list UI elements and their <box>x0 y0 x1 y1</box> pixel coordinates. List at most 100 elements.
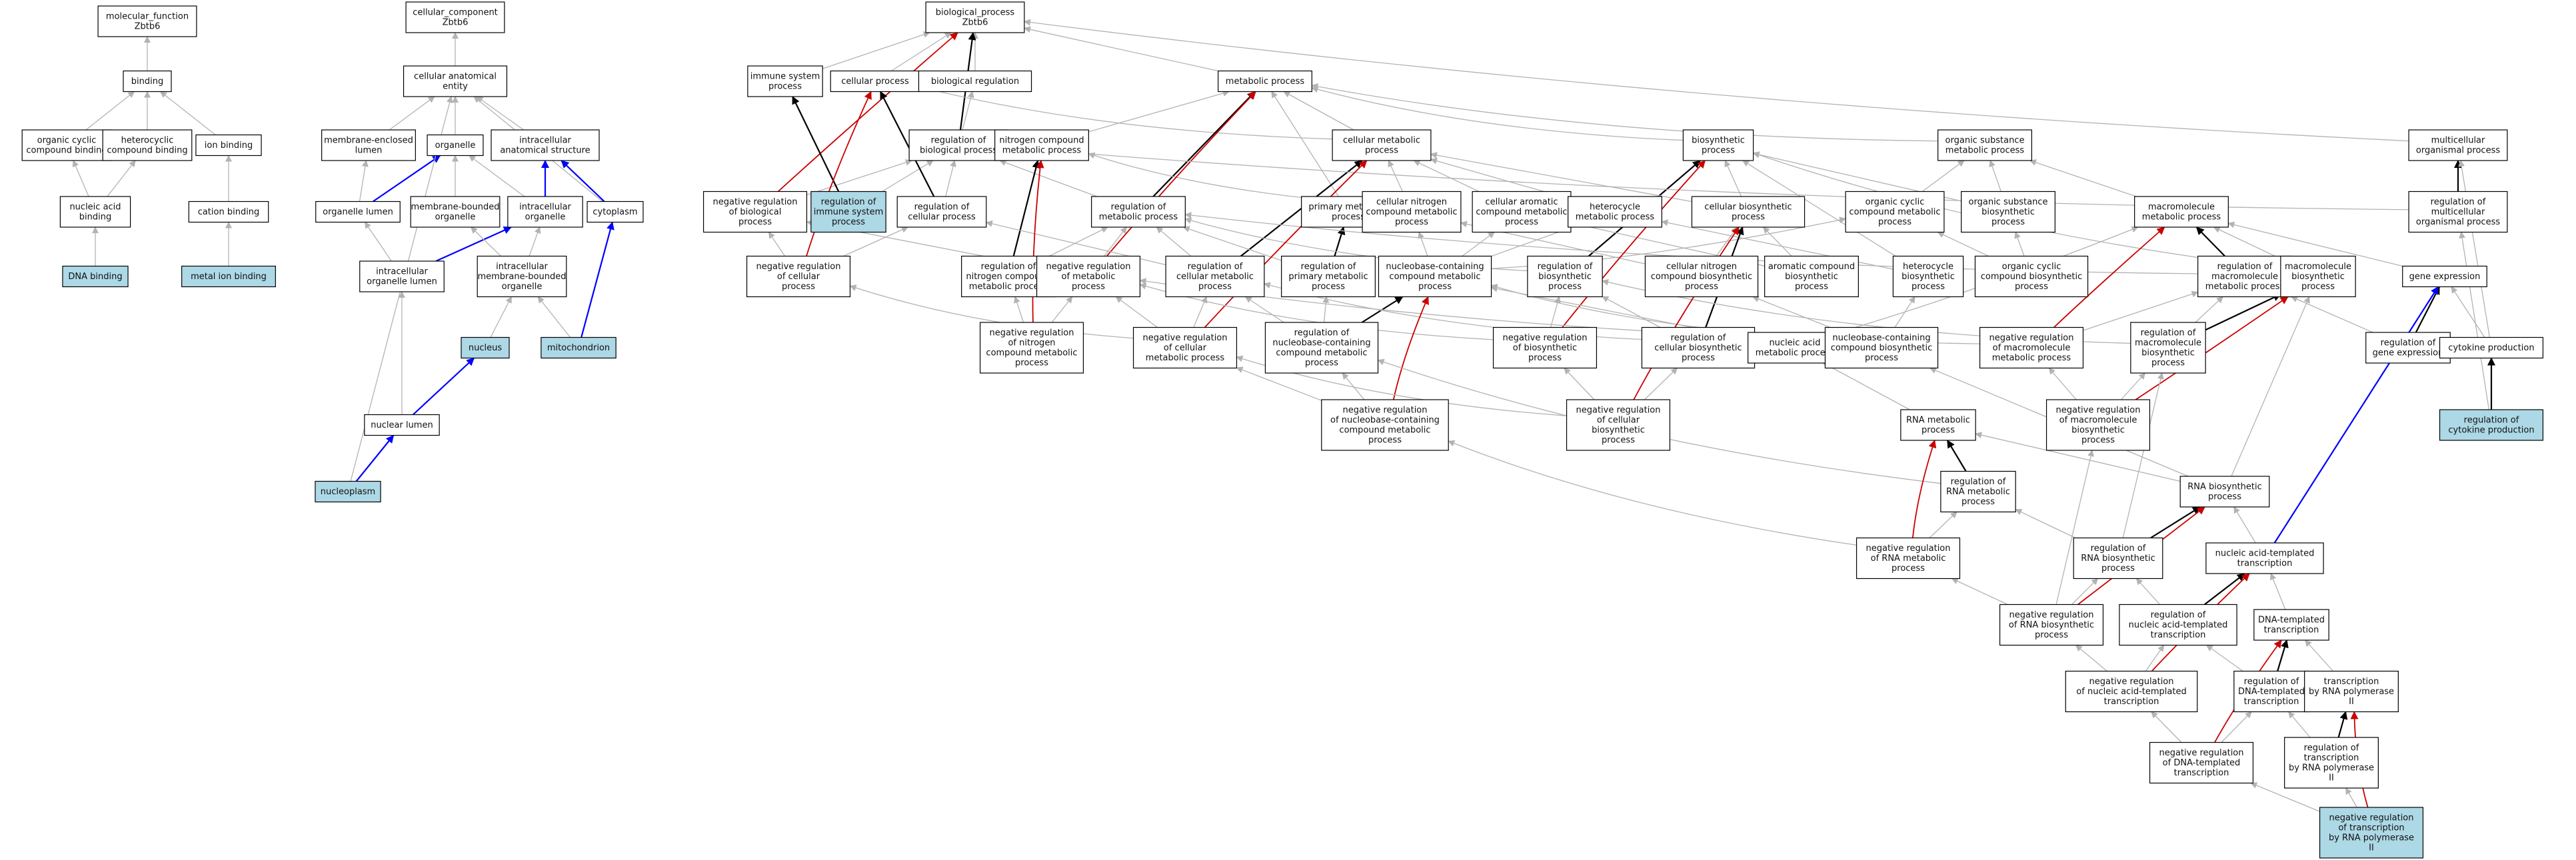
term-node-cyto[interactable]: cytoplasm <box>587 201 644 223</box>
edge-is-a <box>2151 711 2182 743</box>
term-node-rnbcmp[interactable]: regulation ofnucleobase-containingcompou… <box>1264 322 1379 374</box>
edge-part-of <box>435 226 512 262</box>
term-label-line: organelle <box>435 141 476 151</box>
term-label-line: of transcription <box>2338 823 2404 833</box>
term-node-catb[interactable]: cation binding <box>188 201 269 223</box>
term-node-mib[interactable]: metal ion binding <box>181 265 276 288</box>
term-node-box <box>1845 191 1945 233</box>
term-node-nlum[interactable]: nuclear lumen <box>364 414 440 436</box>
term-node-rmacbp[interactable]: regulation ofmacromoleculebiosyntheticpr… <box>2130 322 2206 374</box>
term-node-mp[interactable]: metabolic process <box>1218 70 1312 93</box>
term-node-nplasm[interactable]: nucleoplasm <box>315 480 381 503</box>
term-node-breg[interactable]: biological regulation <box>918 70 1032 93</box>
term-label-line: nucleoplasm <box>321 487 375 497</box>
term-label-line: regulation of <box>2381 338 2436 348</box>
term-node-nuc[interactable]: nucleus <box>461 336 510 359</box>
term-label-line: of nucleobase-containing <box>1330 416 1440 426</box>
term-node-box <box>1644 255 1759 298</box>
term-node-cytprod[interactable]: cytokine production <box>2439 336 2544 359</box>
edge-is-a <box>476 96 525 131</box>
term-node-dnab[interactable]: DNA binding <box>62 265 129 288</box>
term-node-gexp[interactable]: gene expression <box>2402 265 2487 288</box>
term-node-orglum[interactable]: organelle lumen <box>315 201 401 223</box>
term-node-org[interactable]: organelle <box>427 134 484 157</box>
term-node-cp[interactable]: cellular process <box>830 70 920 93</box>
term-node-binding[interactable]: binding <box>123 70 172 93</box>
term-node-mito[interactable]: mitochondrion <box>541 336 617 359</box>
term-node-ionb[interactable]: ion binding <box>195 134 262 157</box>
